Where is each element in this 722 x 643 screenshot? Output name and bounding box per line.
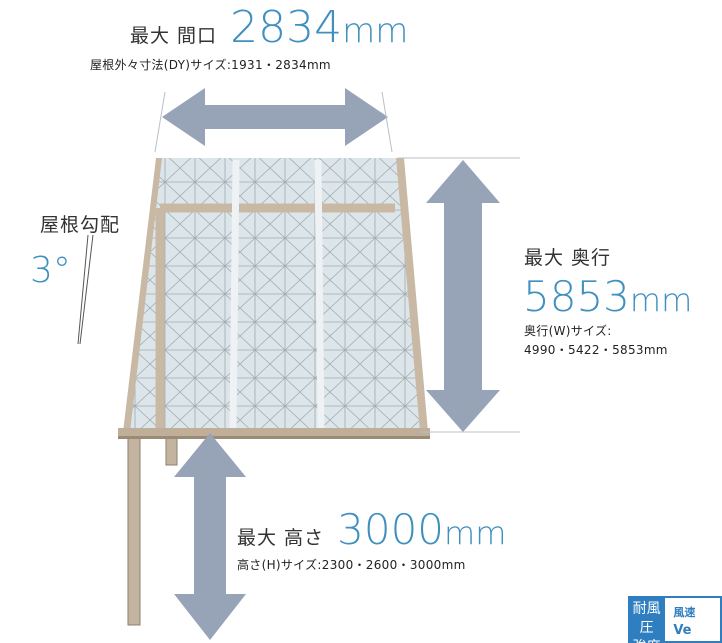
width-arrow [154,88,393,153]
height-unit: mm [444,514,507,552]
wind-badge-label-line2: 強度 [628,638,665,643]
post-left [127,424,141,626]
wind-badge-text-line1: 風速 [673,606,696,619]
pitch-value: 3° [30,250,71,291]
width-title: 最大 間口 [130,25,218,47]
depth-value: 5853 [523,272,630,321]
wind-resistance-badge: 耐風圧 強度 風速 Ve [628,596,722,643]
width-spec: 最大 間口 2834mm [130,2,408,53]
wind-badge-text-line2: Ve [673,623,692,638]
pitch-line-2 [79,234,94,345]
height-value: 3000 [337,505,445,554]
height-sizes: 高さ(H)サイズ:2300・2600・3000mm [237,558,466,572]
roof-frame-left [123,158,162,432]
wind-badge-label: 耐風圧 強度 [628,596,666,643]
width-sizes: 屋根外々寸法(DY)サイズ:1931・2834mm [90,58,331,72]
wind-badge-value: 風速 Ve [665,596,722,643]
depth-sizes-line1: 奥行(W)サイズ: [524,324,612,338]
depth-sizes-line2: 4990・5422・5853mm [524,343,668,357]
roof-frame-right [396,158,428,432]
depth-title: 最大 奥行 [524,247,612,269]
height-spec: 最大 高さ 3000mm [237,505,506,554]
pitch-label: 屋根勾配 [40,214,121,236]
roof-truss [125,158,420,432]
height-arrow [174,433,246,640]
width-value: 2834 [230,2,343,53]
roof-frame-front [118,428,430,438]
roof-rail-2 [314,159,325,431]
depth-value-row: 5853mm [523,272,692,321]
pitch-line-1 [77,234,89,345]
width-unit: mm [342,11,409,51]
height-title: 最大 高さ [237,527,325,549]
depth-arrow [398,157,520,433]
roof-rail-1 [229,159,240,431]
wind-badge-label-line1: 耐風圧 [632,601,661,636]
depth-unit: mm [629,281,693,319]
